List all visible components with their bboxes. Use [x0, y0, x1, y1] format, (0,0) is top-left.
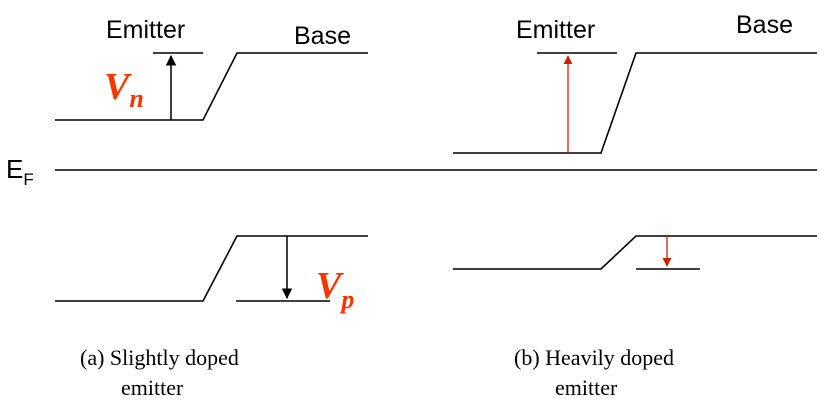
fermi-level-label: EF: [6, 154, 34, 189]
panel-b-emitter-label: Emitter: [516, 16, 595, 44]
panel-a-caption-line1: (a) Slightly doped: [80, 345, 239, 370]
panel-a-vn-label: Vn: [104, 66, 144, 113]
panel-a-emitter-label: Emitter: [106, 16, 185, 44]
panel-b-base-label: Base: [736, 11, 793, 39]
panel-b-caption-line1: (b) Heavily doped: [514, 345, 674, 370]
panel-a-base-label: Base: [294, 22, 351, 50]
panel-b-valence-band: [453, 235, 817, 270]
panel-a-slightly-doped: Emitter Base Vn Vp (a) Slightly doped em…: [55, 16, 368, 400]
panel-a-conduction-band: [55, 52, 368, 121]
panel-b-heavily-doped: Emitter Base (b) Heavily doped emitter: [453, 11, 817, 400]
panel-a-caption-line2: emitter: [121, 375, 184, 400]
panel-b-caption-line2: emitter: [555, 375, 618, 400]
panel-b-conduction-band: [453, 52, 817, 154]
panel-a-vp-label: Vp: [316, 265, 354, 314]
panel-a-valence-band: [55, 235, 368, 302]
